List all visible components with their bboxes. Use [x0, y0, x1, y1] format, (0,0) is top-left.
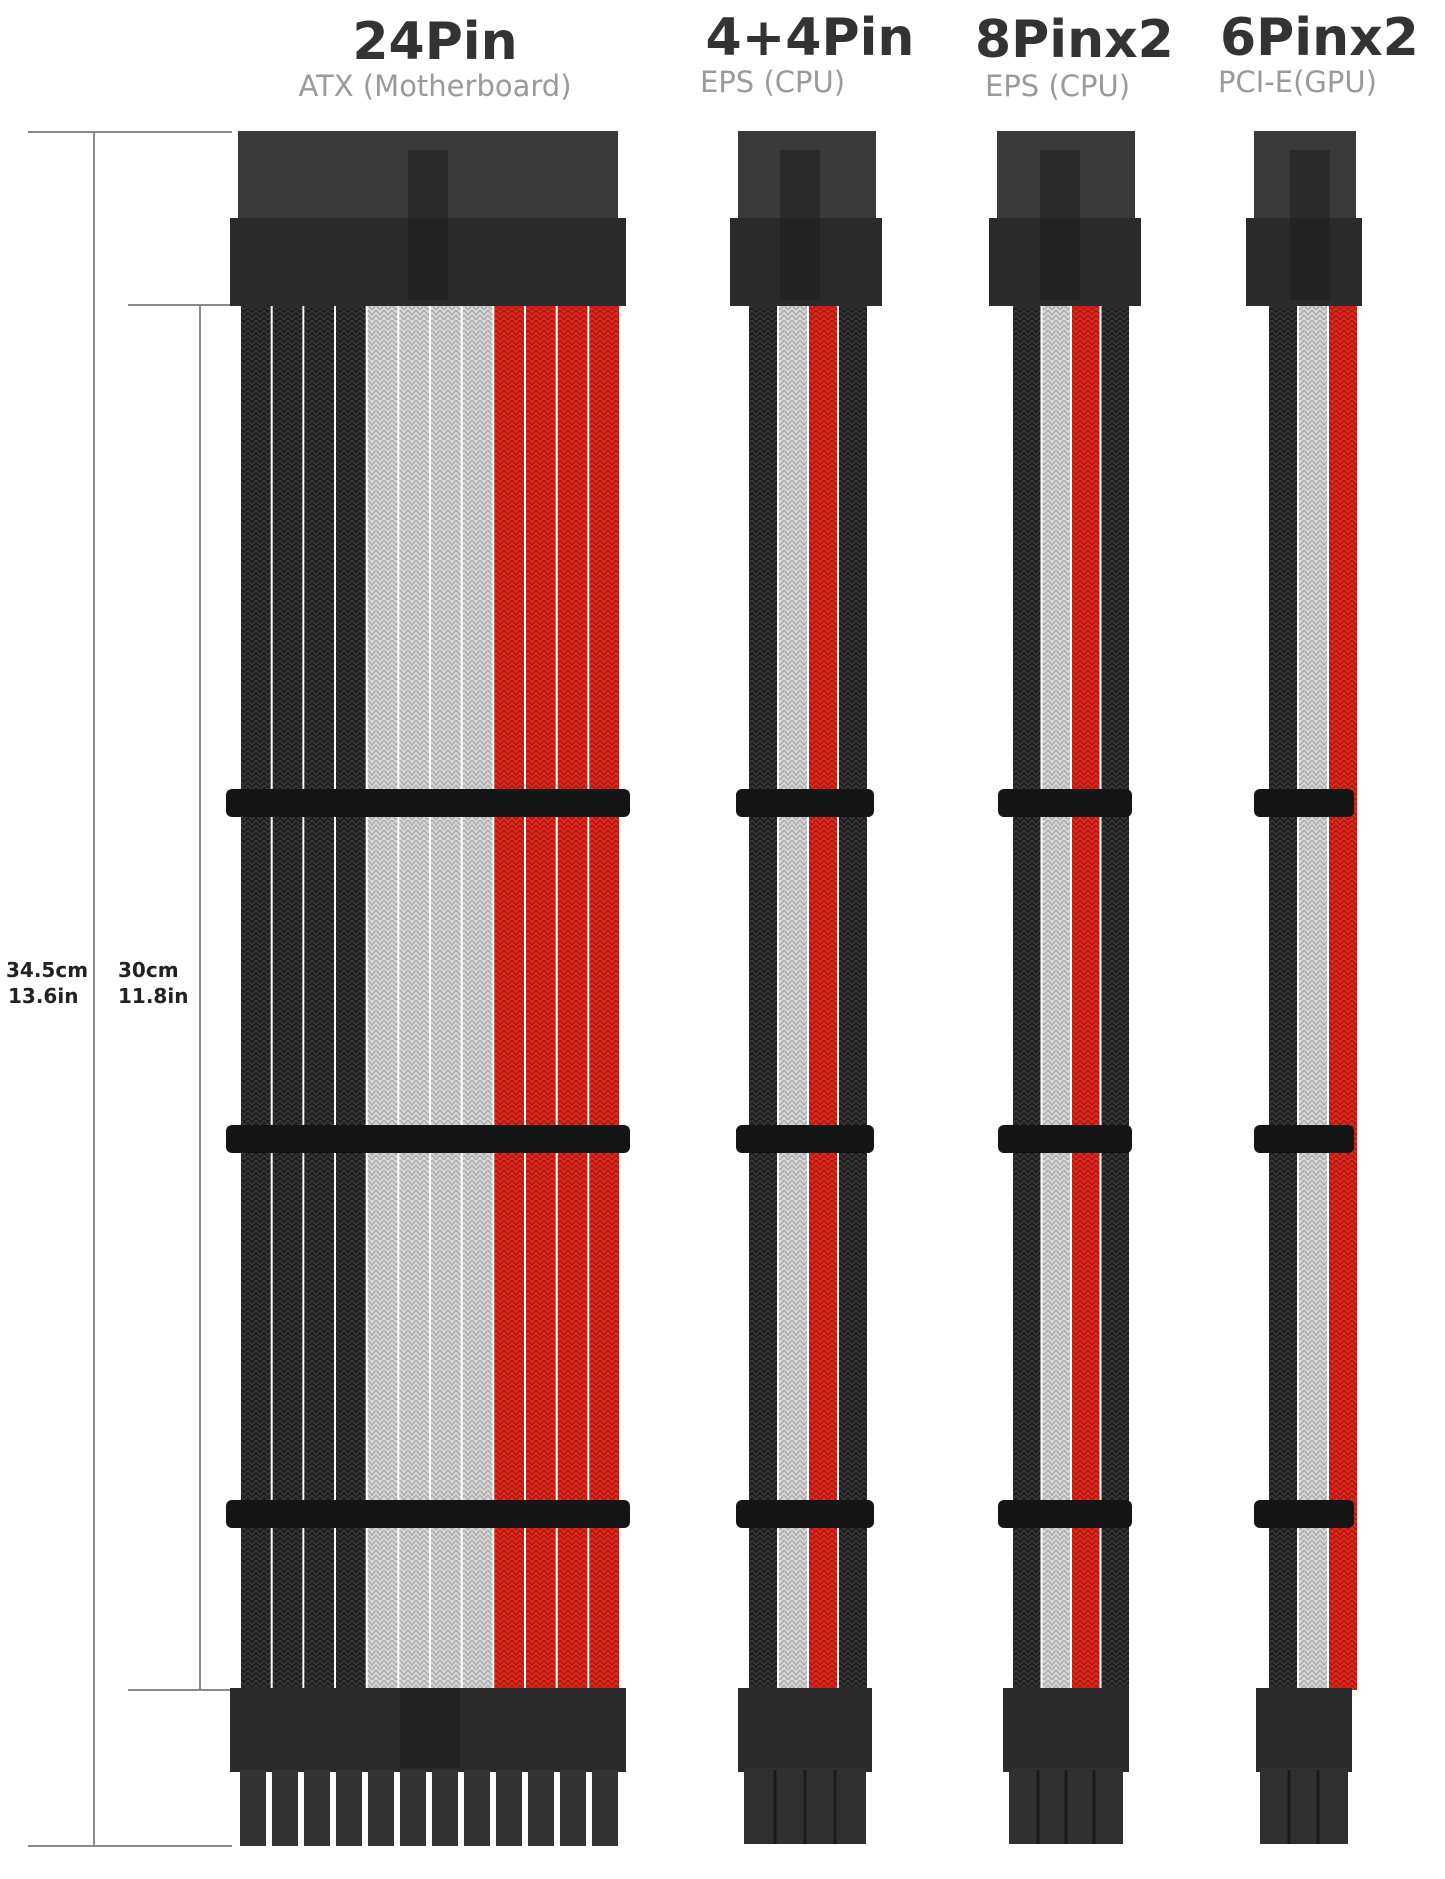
subtitle-8pinx2: EPS (CPU) [985, 69, 1131, 103]
connector-6pin-top [1246, 131, 1362, 306]
cable-comb [226, 789, 630, 817]
wire-white [779, 306, 807, 1690]
connector-6pin-bottom [1256, 1688, 1352, 1844]
cable-comb [736, 1125, 874, 1153]
wire-red [809, 306, 837, 1690]
wire-red [494, 306, 524, 1690]
cable-combs [226, 789, 1354, 1528]
wire-white [1042, 306, 1070, 1690]
title-4plus4pin: 4+4Pin [705, 8, 915, 68]
connector-24pin-top [230, 131, 626, 306]
dimension-sleeve-in: 11.8in [118, 984, 189, 1008]
connector-pin [560, 1770, 586, 1846]
wire-black [272, 306, 303, 1690]
connector-pin [592, 1770, 618, 1846]
wire-black [304, 306, 334, 1690]
connector-pin [304, 1770, 330, 1846]
cable-comb [998, 1125, 1132, 1153]
connector-pin [400, 1770, 426, 1846]
cable-comb [736, 1500, 874, 1528]
subtitle-4plus4pin: EPS (CPU) [700, 65, 846, 99]
cable-comb [998, 1500, 1132, 1528]
wire-black [241, 306, 271, 1690]
cable-comb [226, 1500, 630, 1528]
subtitle-6pinx2: PCI-E(GPU) [1218, 65, 1377, 99]
wire-white [431, 306, 461, 1690]
connector-pin [432, 1770, 458, 1846]
connector-8pin-bottom [1003, 1688, 1129, 1844]
cable-comb [998, 789, 1132, 817]
wire-black [1269, 306, 1297, 1690]
dimension-lines [28, 131, 232, 1847]
wire-red [589, 306, 619, 1690]
wire-black [336, 306, 366, 1690]
connector-4plus4-top [730, 131, 882, 306]
title-24pin: 24Pin [352, 12, 518, 72]
title-8pinx2: 8Pinx2 [975, 10, 1174, 70]
wire-red [526, 306, 556, 1690]
connector-4plus4-bottom [738, 1688, 872, 1844]
cable-comb [1254, 789, 1354, 817]
wire-white [1299, 306, 1327, 1690]
dimension-total-cm: 34.5cm [6, 958, 89, 982]
wires-8pinx2 [1013, 306, 1129, 1690]
cable-comb [1254, 1500, 1354, 1528]
connector-pin [272, 1770, 298, 1846]
wire-black [1101, 306, 1129, 1690]
wire-black [1013, 306, 1041, 1690]
cable-comb [736, 789, 874, 817]
subtitle-24pin: ATX (Motherboard) [298, 69, 572, 103]
title-6pinx2: 6Pinx2 [1220, 8, 1419, 68]
connector-pin [528, 1770, 554, 1846]
cable-comb [1254, 1125, 1354, 1153]
cable-comb [226, 1125, 630, 1153]
wires-6pinx2 [1269, 306, 1357, 1690]
connector-pin [336, 1770, 362, 1846]
wire-white [462, 306, 493, 1690]
dimension-sleeve-cm: 30cm [118, 958, 179, 982]
connector-8pin-top [989, 131, 1141, 306]
wire-white [367, 306, 398, 1690]
dimension-total-in: 13.6in [8, 984, 79, 1008]
connector-pin [368, 1770, 394, 1846]
wires-4plus4pin [749, 306, 867, 1690]
wire-white [399, 306, 429, 1690]
wires-24pin [241, 306, 619, 1690]
connector-pin [464, 1770, 490, 1846]
wire-black [839, 306, 867, 1690]
wire-black [749, 306, 777, 1690]
connector-24pin-bottom [230, 1688, 626, 1846]
wire-red [1072, 306, 1100, 1690]
connector-pin [240, 1770, 266, 1846]
wire-red [1329, 306, 1357, 1690]
wire-red [557, 306, 588, 1690]
connector-pin [496, 1770, 522, 1846]
